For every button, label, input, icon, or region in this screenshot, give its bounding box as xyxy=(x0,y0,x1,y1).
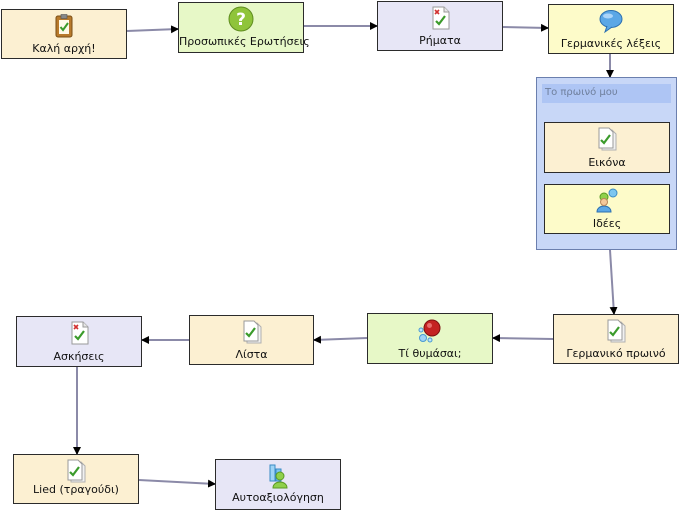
node-label: Lied (τραγούδι) xyxy=(33,483,119,496)
node-lista[interactable]: Λίστα xyxy=(189,315,314,365)
group-title: Το πρωινό μου xyxy=(542,84,671,103)
node-label: Γερμανικές λέξεις xyxy=(560,37,662,50)
document-icon xyxy=(243,320,261,344)
document-check-icon xyxy=(71,321,89,345)
document-check-icon xyxy=(432,6,450,30)
node-germanikes-lexeis[interactable]: Γερμανικές λέξεις xyxy=(548,4,674,54)
node-label: Ρήματα xyxy=(419,34,461,47)
bubbles-icon xyxy=(418,319,441,343)
document-icon xyxy=(607,319,626,343)
node-idees[interactable]: Ιδέες xyxy=(544,184,670,234)
node-label: Αυτοαξιολόγηση xyxy=(232,491,324,504)
node-label: Τί θυμάσαι; xyxy=(398,347,462,360)
svg-text:?: ? xyxy=(236,10,246,30)
node-label: Εικόνα xyxy=(588,156,626,169)
node-rimata[interactable]: Ρήματα xyxy=(377,1,503,51)
node-label: Γερμανικό πρωινό xyxy=(566,347,666,360)
edge-rimata-to-germanikes xyxy=(501,23,549,32)
node-label: Προσωπικές Ερωτήσεις xyxy=(179,35,310,48)
speech-bubble-icon xyxy=(599,10,623,34)
node-ti-thymasai[interactable]: Τί θυμάσαι; xyxy=(367,313,493,364)
node-germaniko-proino[interactable]: Γερμανικό πρωινό xyxy=(553,314,679,364)
node-eikona[interactable]: Εικόνα xyxy=(544,122,670,173)
node-label: Λίστα xyxy=(235,348,268,361)
person-chart-icon xyxy=(269,464,288,489)
edge-kali-to-prosopikes xyxy=(125,25,179,34)
clipboard-icon xyxy=(55,14,73,38)
question-icon: ? xyxy=(228,6,254,32)
edge-thymasai-to-lista xyxy=(313,335,368,344)
node-askiseis[interactable]: Ασκήσεις xyxy=(16,316,142,367)
node-autoaxiologisi[interactable]: Αυτοαξιολόγηση xyxy=(215,459,341,510)
node-label: Ασκήσεις xyxy=(53,350,105,363)
edge-lied-to-autoaxiologisi xyxy=(138,479,216,488)
edge-group-to-proino xyxy=(609,249,618,315)
node-prosopikes-erotiseis[interactable]: ? Προσωπικές Ερωτήσεις xyxy=(178,2,310,53)
people-icon xyxy=(596,188,618,213)
node-lied[interactable]: Lied (τραγούδι) xyxy=(13,454,139,504)
node-label: Καλή αρχή! xyxy=(32,42,96,55)
node-kali-arxi[interactable]: Καλή αρχή! xyxy=(1,9,127,59)
document-icon xyxy=(598,127,617,151)
document-icon xyxy=(67,459,86,483)
node-label: Ιδέες xyxy=(592,217,622,230)
edge-proino-to-thymasai xyxy=(492,334,554,343)
